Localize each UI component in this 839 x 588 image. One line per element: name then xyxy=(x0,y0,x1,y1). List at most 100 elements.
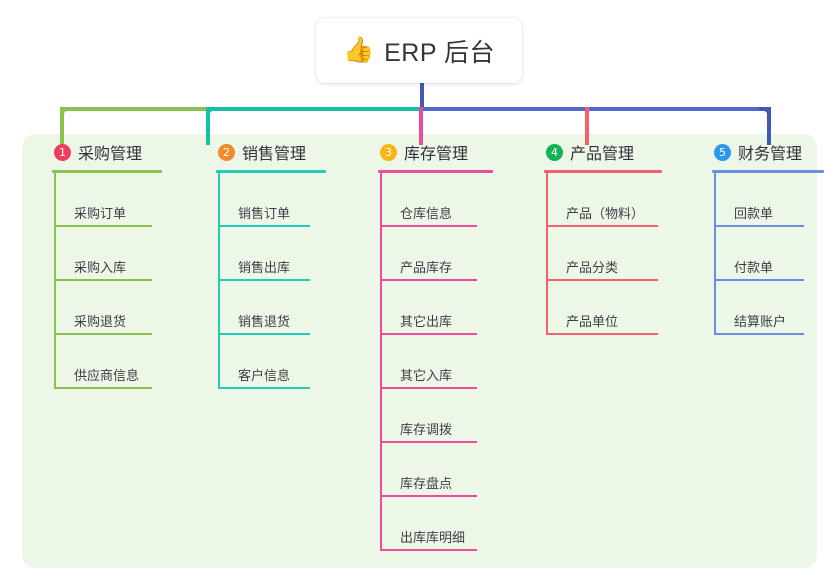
module-number-badge: 2 xyxy=(218,143,235,161)
module-item-label: 付款单 xyxy=(734,260,774,275)
module-item[interactable]: 其它入库 xyxy=(380,335,493,389)
module-item[interactable]: 产品库存 xyxy=(380,227,493,281)
module-item-stem xyxy=(54,173,56,389)
module-item-stem xyxy=(714,173,716,335)
module-item-label: 销售退货 xyxy=(238,314,291,329)
module-item-label: 销售订单 xyxy=(238,206,291,221)
module-item-rule xyxy=(220,387,310,389)
connector-drop-column-4 xyxy=(585,107,589,145)
module-title: 产品管理 xyxy=(570,146,635,163)
module-header-rule xyxy=(544,170,662,173)
module-item-label: 出库库明细 xyxy=(400,530,466,545)
root-node-erp-backend[interactable]: 👍 ERP 后台 xyxy=(316,18,522,83)
module-item-rule xyxy=(56,333,152,335)
module-item-rule xyxy=(220,225,310,227)
module-item-label: 产品（物料） xyxy=(566,206,645,221)
module-number-badge: 3 xyxy=(380,143,397,161)
module-item-list: 销售订单销售出库销售退货客户信息 xyxy=(218,173,326,389)
module-header-rule xyxy=(712,170,824,173)
module-header-2[interactable]: 2 销售管理 xyxy=(202,134,326,170)
module-item-label: 产品库存 xyxy=(400,260,453,275)
module-header-rule xyxy=(378,170,493,173)
module-item-rule xyxy=(382,495,477,497)
connector-corner-right xyxy=(759,107,771,119)
thumbs-up-icon: 👍 xyxy=(342,36,375,64)
module-item[interactable]: 库存盘点 xyxy=(380,443,493,497)
module-item-label: 回款单 xyxy=(734,206,774,221)
module-item-rule xyxy=(716,225,804,227)
module-item[interactable]: 客户信息 xyxy=(218,335,326,389)
module-item[interactable]: 出库库明细 xyxy=(380,497,493,551)
module-number-badge: 5 xyxy=(714,143,731,161)
module-column-2: 2 销售管理销售订单销售出库销售退货客户信息 xyxy=(202,134,326,389)
module-column-5: 5 财务管理回款单付款单结算账户 xyxy=(698,134,824,335)
module-item-rule xyxy=(382,333,477,335)
module-item-rule xyxy=(220,279,310,281)
module-column-4: 4 产品管理产品（物料） 产品分类产品单位 xyxy=(530,134,662,335)
module-item-rule xyxy=(382,225,477,227)
module-title: 采购管理 xyxy=(78,146,143,163)
module-header-rule xyxy=(216,170,326,173)
module-item[interactable]: 库存调拨 xyxy=(380,389,493,443)
module-item[interactable]: 结算账户 xyxy=(714,281,824,335)
module-header-3[interactable]: 3 库存管理 xyxy=(364,134,493,170)
module-item-rule xyxy=(382,279,477,281)
module-item-label: 采购入库 xyxy=(74,260,127,275)
module-item-label: 产品单位 xyxy=(566,314,619,329)
module-item[interactable]: 其它出库 xyxy=(380,281,493,335)
module-title: 财务管理 xyxy=(738,146,803,163)
module-item[interactable]: 销售出库 xyxy=(218,227,326,281)
module-item-label: 结算账户 xyxy=(734,314,787,329)
module-item-rule xyxy=(56,387,152,389)
module-item-label: 其它入库 xyxy=(400,368,453,383)
page-title: ERP 后台 xyxy=(384,38,496,67)
module-header-4[interactable]: 4 产品管理 xyxy=(530,134,662,170)
module-column-3: 3 库存管理仓库信息产品库存其它出库其它入库库存调拨库存盘点出库库明细 xyxy=(364,134,493,551)
module-item[interactable]: 产品分类 xyxy=(546,227,662,281)
module-item-list: 回款单付款单结算账户 xyxy=(714,173,824,335)
module-item-list: 产品（物料） 产品分类产品单位 xyxy=(546,173,662,335)
module-item-label: 采购订单 xyxy=(74,206,127,221)
module-item[interactable]: 产品单位 xyxy=(546,281,662,335)
module-title: 销售管理 xyxy=(242,146,307,163)
module-title: 库存管理 xyxy=(404,146,469,163)
module-item[interactable]: 付款单 xyxy=(714,227,824,281)
module-item[interactable]: 销售订单 xyxy=(218,173,326,227)
module-item[interactable]: 采购退货 xyxy=(54,281,162,335)
module-item[interactable]: 供应商信息 xyxy=(54,335,162,389)
connector-corner-column-2 xyxy=(206,107,218,119)
connector-drop-column-1 xyxy=(60,107,64,145)
module-item-label: 其它出库 xyxy=(400,314,453,329)
module-header-5[interactable]: 5 财务管理 xyxy=(698,134,824,170)
module-item[interactable]: 采购订单 xyxy=(54,173,162,227)
module-item-rule xyxy=(56,225,152,227)
module-item-list: 仓库信息产品库存其它出库其它入库库存调拨库存盘点出库库明细 xyxy=(380,173,493,551)
module-item[interactable]: 产品（物料） xyxy=(546,173,662,227)
module-item-rule xyxy=(220,333,310,335)
module-item-label: 客户信息 xyxy=(238,368,291,383)
connector-drop-column-3 xyxy=(419,107,423,145)
module-item-rule xyxy=(382,387,477,389)
module-item-rule xyxy=(716,333,804,335)
module-item-rule xyxy=(548,225,658,227)
module-item-list: 采购订单采购入库采购退货供应商信息 xyxy=(54,173,162,389)
module-item[interactable]: 采购入库 xyxy=(54,227,162,281)
module-item[interactable]: 销售退货 xyxy=(218,281,326,335)
module-item[interactable]: 回款单 xyxy=(714,173,824,227)
module-item-rule xyxy=(382,441,477,443)
module-item-rule xyxy=(382,549,477,551)
module-number-badge: 4 xyxy=(546,143,563,161)
connector-drop-column-5 xyxy=(767,107,771,145)
module-header-rule xyxy=(52,170,162,173)
module-item[interactable]: 仓库信息 xyxy=(380,173,493,227)
module-item-label: 采购退货 xyxy=(74,314,127,329)
module-item-label: 产品分类 xyxy=(566,260,619,275)
module-item-label: 销售出库 xyxy=(238,260,291,275)
module-item-stem xyxy=(546,173,548,335)
connector-bus-green xyxy=(60,107,208,111)
module-item-label: 供应商信息 xyxy=(74,368,140,383)
module-item-rule xyxy=(548,279,658,281)
